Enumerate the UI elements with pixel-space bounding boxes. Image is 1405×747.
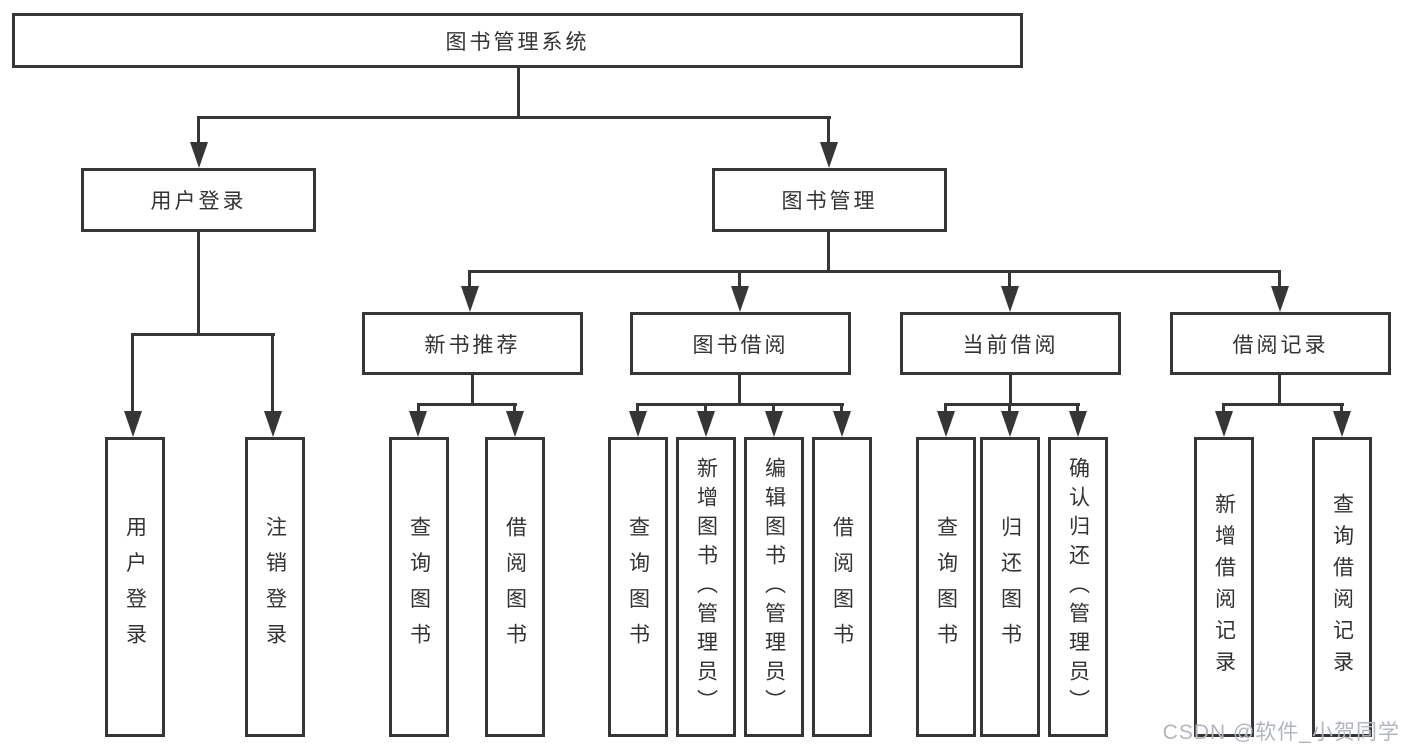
node-label: 归还图书 bbox=[998, 515, 1022, 659]
connector-line bbox=[1009, 375, 1012, 405]
node-label: 查询图书 bbox=[934, 515, 958, 659]
node-label: 当前借阅 bbox=[962, 333, 1059, 357]
connector-line bbox=[738, 273, 741, 287]
arrow-down-icon bbox=[264, 411, 282, 437]
node-label: 查询图书 bbox=[626, 515, 650, 659]
node-label: 用户登录 bbox=[123, 515, 147, 659]
arrow-down-icon bbox=[765, 411, 783, 437]
connector-line bbox=[944, 406, 947, 412]
arrow-down-icon bbox=[937, 411, 955, 437]
node-label: 图书管理系统 bbox=[445, 30, 590, 54]
leaf-borrow-books: 借阅图书 bbox=[812, 437, 872, 737]
arrow-down-icon bbox=[409, 411, 427, 437]
arrow-down-icon bbox=[506, 411, 524, 437]
arrow-down-icon bbox=[697, 411, 715, 437]
node-user-login: 用户登录 bbox=[81, 168, 316, 232]
connector-line bbox=[468, 273, 471, 287]
leaf-confirm-return-admin: 确认归还（管理员） bbox=[1048, 437, 1108, 737]
node-label: 借阅图书 bbox=[503, 515, 527, 659]
node-label: 确认归还（管理员） bbox=[1066, 456, 1090, 718]
connector-line bbox=[197, 119, 200, 143]
connector-line bbox=[468, 270, 1281, 273]
connector-line bbox=[704, 406, 707, 412]
connector-line bbox=[1278, 273, 1281, 287]
leaf-add-borrow-record: 新增借阅记录 bbox=[1194, 437, 1254, 737]
connector-line bbox=[1008, 273, 1011, 287]
arrow-down-icon bbox=[629, 411, 647, 437]
leaf-user-login: 用户登录 bbox=[105, 437, 165, 737]
connector-line bbox=[197, 232, 200, 335]
connector-line bbox=[772, 406, 775, 412]
arrow-down-icon bbox=[1333, 411, 1351, 437]
leaf-query-books: 查询图书 bbox=[389, 437, 449, 737]
node-borrow-records: 借阅记录 bbox=[1170, 312, 1391, 375]
leaf-query-books: 查询图书 bbox=[608, 437, 668, 737]
connector-line bbox=[738, 375, 741, 405]
leaf-return-books: 归还图书 bbox=[980, 437, 1040, 737]
leaf-query-books: 查询图书 bbox=[916, 437, 976, 737]
arrow-down-icon bbox=[1271, 286, 1289, 312]
node-label: 图书借阅 bbox=[692, 333, 789, 357]
node-label: 图书管理 bbox=[781, 190, 878, 213]
connector-line bbox=[1222, 403, 1344, 406]
node-label: 查询借阅记录 bbox=[1330, 492, 1354, 682]
connector-line bbox=[840, 406, 843, 412]
connector-line bbox=[1340, 406, 1343, 412]
arrow-down-icon bbox=[1215, 411, 1233, 437]
arrow-down-icon bbox=[1001, 411, 1019, 437]
node-new-book-recommend: 新书推荐 bbox=[362, 312, 583, 375]
connector-line bbox=[517, 68, 520, 117]
node-current-borrowing: 当前借阅 bbox=[900, 312, 1121, 375]
node-label: 借阅记录 bbox=[1232, 333, 1329, 357]
connector-line bbox=[471, 375, 474, 405]
connector-line bbox=[944, 403, 1080, 406]
node-label: 编辑图书（管理员） bbox=[762, 456, 786, 718]
leaf-logout: 注销登录 bbox=[245, 437, 305, 737]
arrow-down-icon bbox=[820, 142, 838, 168]
connector-line bbox=[271, 336, 274, 412]
connector-line bbox=[417, 406, 420, 412]
connector-line bbox=[197, 116, 831, 119]
node-label: 借阅图书 bbox=[830, 515, 854, 659]
csdn-watermark: CSDN @软件_小贺同学 bbox=[1162, 721, 1400, 744]
connector-line bbox=[1076, 406, 1079, 412]
leaf-edit-books-admin: 编辑图书（管理员） bbox=[744, 437, 804, 737]
connector-line bbox=[131, 336, 134, 412]
arrow-down-icon bbox=[461, 286, 479, 312]
connector-line bbox=[1008, 406, 1011, 412]
connector-line bbox=[636, 403, 844, 406]
node-library-system: 图书管理系统 bbox=[12, 13, 1023, 68]
leaf-add-books-admin: 新增图书（管理员） bbox=[676, 437, 736, 737]
node-label: 注销登录 bbox=[263, 515, 287, 659]
connector-line bbox=[1278, 375, 1281, 405]
node-book-borrowing: 图书借阅 bbox=[630, 312, 851, 375]
leaf-query-borrow-record: 查询借阅记录 bbox=[1312, 437, 1372, 737]
node-book-management: 图书管理 bbox=[712, 168, 947, 232]
connector-line bbox=[1222, 406, 1225, 412]
arrow-down-icon bbox=[833, 411, 851, 437]
node-label: 用户登录 bbox=[150, 190, 247, 213]
arrow-down-icon bbox=[1069, 411, 1087, 437]
arrow-down-icon bbox=[731, 286, 749, 312]
connector-line bbox=[131, 333, 275, 336]
connector-line bbox=[513, 406, 516, 412]
node-label: 新增借阅记录 bbox=[1212, 492, 1236, 682]
arrow-down-icon bbox=[190, 142, 208, 168]
leaf-borrow-books: 借阅图书 bbox=[485, 437, 545, 737]
connector-line bbox=[827, 119, 830, 143]
connector-line bbox=[417, 403, 517, 406]
arrow-down-icon bbox=[1001, 286, 1019, 312]
connector-line bbox=[827, 232, 830, 272]
arrow-down-icon bbox=[124, 411, 142, 437]
node-label: 新书推荐 bbox=[424, 333, 521, 357]
node-label: 查询图书 bbox=[407, 515, 431, 659]
connector-line bbox=[636, 406, 639, 412]
node-label: 新增图书（管理员） bbox=[694, 456, 718, 718]
